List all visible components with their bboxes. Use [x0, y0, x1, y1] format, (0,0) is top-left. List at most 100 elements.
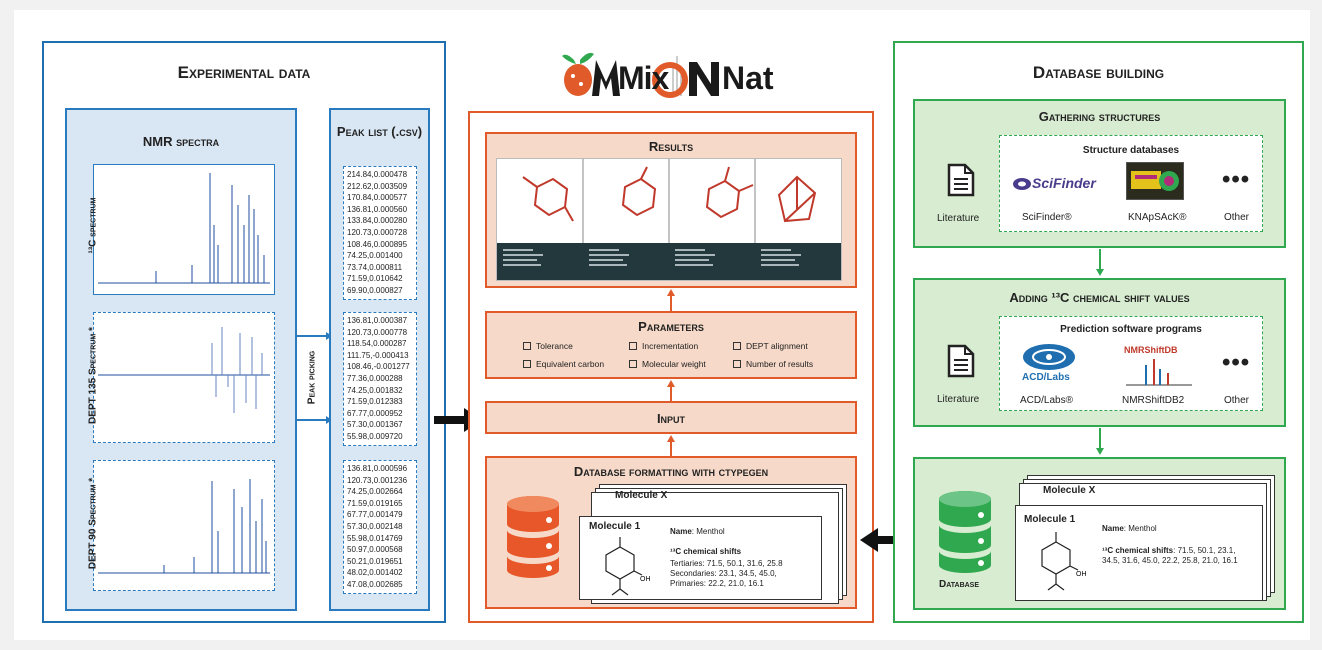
peak-row: 108.46,0.000895 [347, 239, 408, 249]
menthol-structure: OH [1041, 532, 1086, 591]
document-icon [947, 163, 975, 197]
peak-row: 71.59,0.012383 [347, 397, 403, 407]
logo-text-o: O [556, 46, 557, 47]
arrow-left-icon [860, 528, 908, 552]
peak-row: 67.77,0.001479 [347, 510, 403, 520]
dept90-spectrum-plot [98, 479, 270, 574]
molecule-card: Molecule 1 OH Name: Menthol ¹³C chemical… [1015, 505, 1263, 601]
molecule-primaries: Primaries: 22.2, 21.0, 16.1 [670, 579, 764, 588]
peak-row: 50.97,0.000568 [347, 545, 403, 555]
results-screenshot [496, 158, 842, 281]
peak-row: 48.02,0.001402 [347, 568, 403, 578]
peak-row: 120.73,0.001236 [347, 475, 408, 485]
other-label: Other [1224, 212, 1250, 223]
logo-text-nat: Nat [722, 60, 774, 96]
results-title: Results [648, 139, 694, 154]
molecule-x-label: Molecule X [615, 490, 668, 501]
param-equivalent-carbon[interactable]: Equivalent carbon [523, 359, 604, 369]
peak-row: 71.59,0.010642 [347, 274, 403, 284]
molecule-tertiaries: Tertiaries: 71.5, 50.1, 31.6, 25.8 [670, 559, 783, 568]
c13-spectrum [93, 164, 275, 295]
peak-list-box: Peak list (.csv) 214.84,0.000478 212.62,… [329, 108, 430, 611]
other-label: Other [1224, 395, 1250, 406]
peak-row: 120.73,0.000778 [347, 327, 408, 337]
molecule-name: Name: Menthol [1102, 524, 1157, 533]
molecule-x-label: Molecule X [1043, 485, 1096, 496]
nmr-spectra-box: NMR spectra ¹³C spectrum [65, 108, 297, 611]
acd-labs-logo: ACD/Labs [1020, 343, 1078, 385]
connector-line [670, 441, 672, 456]
checkbox[interactable] [523, 342, 531, 350]
molecule-1-label: Molecule 1 [1024, 514, 1076, 525]
scifinder-label: SciFinder® [1022, 212, 1072, 223]
peak-row: 170.84,0.000577 [347, 193, 408, 203]
connector-line [1099, 428, 1101, 448]
dept135-spectrum-plot [98, 327, 270, 413]
param-number-of-results[interactable]: Number of results [733, 359, 813, 369]
dept90-spectrum [93, 460, 275, 591]
document-icon [947, 344, 975, 378]
peak-row: 57.30,0.002148 [347, 521, 403, 531]
database-formatting-box: Database formatting with ctypegen Molecu… [485, 456, 857, 609]
arrow-up-icon [667, 289, 675, 296]
peak-row: 118.54,0.000287 [347, 339, 407, 349]
database-label: Database [939, 579, 980, 590]
logo-text-mix: Mix [618, 60, 669, 96]
peak-row: 55.98,0.009720 [347, 431, 403, 441]
gathering-structures-title: Gathering structures [1038, 109, 1161, 124]
param-molecular-weight[interactable]: Molecular weight [629, 359, 706, 369]
database-building-title: Database building [1032, 63, 1165, 82]
peak-row: 47.08,0.002685 [347, 579, 403, 589]
param-dept-alignment[interactable]: DEPT alignment [733, 341, 808, 351]
database-formatting-title: Database formatting with ctypegen [573, 464, 769, 479]
checkbox[interactable] [733, 360, 741, 368]
peak-picking-label: Peak picking [306, 350, 318, 405]
input-box: Input [485, 401, 857, 434]
nmrshiftdb-logo-text: NMRShiftDB [1124, 345, 1178, 355]
peak-row: 71.59,0.019165 [347, 498, 403, 508]
param-tolerance[interactable]: Tolerance [523, 341, 573, 351]
results-box: Results [485, 132, 857, 288]
literature-label: Literature [937, 394, 980, 405]
c13-spectrum-plot [98, 173, 270, 284]
dept90-spectrum-label: DEPT 90 Spectrum * [87, 477, 99, 570]
peak-row: 136.81,0.000387 [347, 316, 408, 325]
param-incrementation[interactable]: Incrementation [629, 341, 698, 351]
peak-list-dept135: 136.81,0.000387 120.73,0.000778 118.54,0… [343, 312, 417, 446]
acd-labs-logo-text: ACD/Labs [1022, 372, 1070, 383]
mixonat-logo: Mix O Nat [556, 46, 796, 106]
prediction-software-box: Prediction software programs ACD/Labs AC… [999, 316, 1263, 411]
peak-row: 136.81,0.000560 [347, 204, 408, 214]
nmrshiftdb-label: NMRShiftDB2 [1122, 395, 1185, 406]
database-icon [939, 491, 991, 573]
checkbox[interactable] [733, 342, 741, 350]
molecule-secondaries: Secondaries: 23.1, 34.5, 45.0, [670, 569, 777, 578]
svg-text:OH: OH [640, 576, 650, 583]
checkbox[interactable] [523, 360, 531, 368]
dept135-spectrum-label: DEPT 135 Spectrum * [87, 327, 99, 424]
peak-row: 77.36,0.000288 [347, 373, 403, 383]
more-dots-icon: ••• [1222, 349, 1251, 376]
scifinder-logo-text: SciFinder [1032, 175, 1096, 191]
checkbox[interactable] [629, 360, 637, 368]
database-box: Database Molecule X Molecule 1 OH Name: … [913, 457, 1286, 610]
dept135-spectrum [93, 312, 275, 443]
arrow-up-icon [667, 380, 675, 387]
parameters-title: Parameters [638, 319, 704, 334]
checkbox[interactable] [629, 342, 637, 350]
results-structures [497, 159, 841, 280]
peak-row: 136.81,0.000596 [347, 464, 408, 473]
peak-row: 50.21,0.019651 [347, 556, 403, 566]
nmrshiftdb-logo-graphic [1126, 359, 1192, 386]
structure-databases-box: Structure databases SciFinder SciFinder®… [999, 135, 1263, 232]
peak-list-c13: 214.84,0.000478 212.62,0.003509 170.84,0… [343, 166, 417, 300]
peak-row: 69.90,0.000827 [347, 285, 403, 295]
molecule-card: Molecule 1 OH Name: Menthol ¹³C chemical… [579, 516, 822, 600]
knapsack-label: KNApSAcK® [1128, 212, 1187, 223]
arrow-up-icon [667, 435, 675, 442]
peak-row: 133.84,0.000280 [347, 216, 408, 226]
acd-labs-label: ACD/Labs® [1020, 395, 1073, 406]
experimental-data-title: Experimental data [177, 63, 311, 82]
acd-labs-logo-graphic [1023, 344, 1075, 370]
peak-row: 214.84,0.000478 [347, 170, 408, 179]
